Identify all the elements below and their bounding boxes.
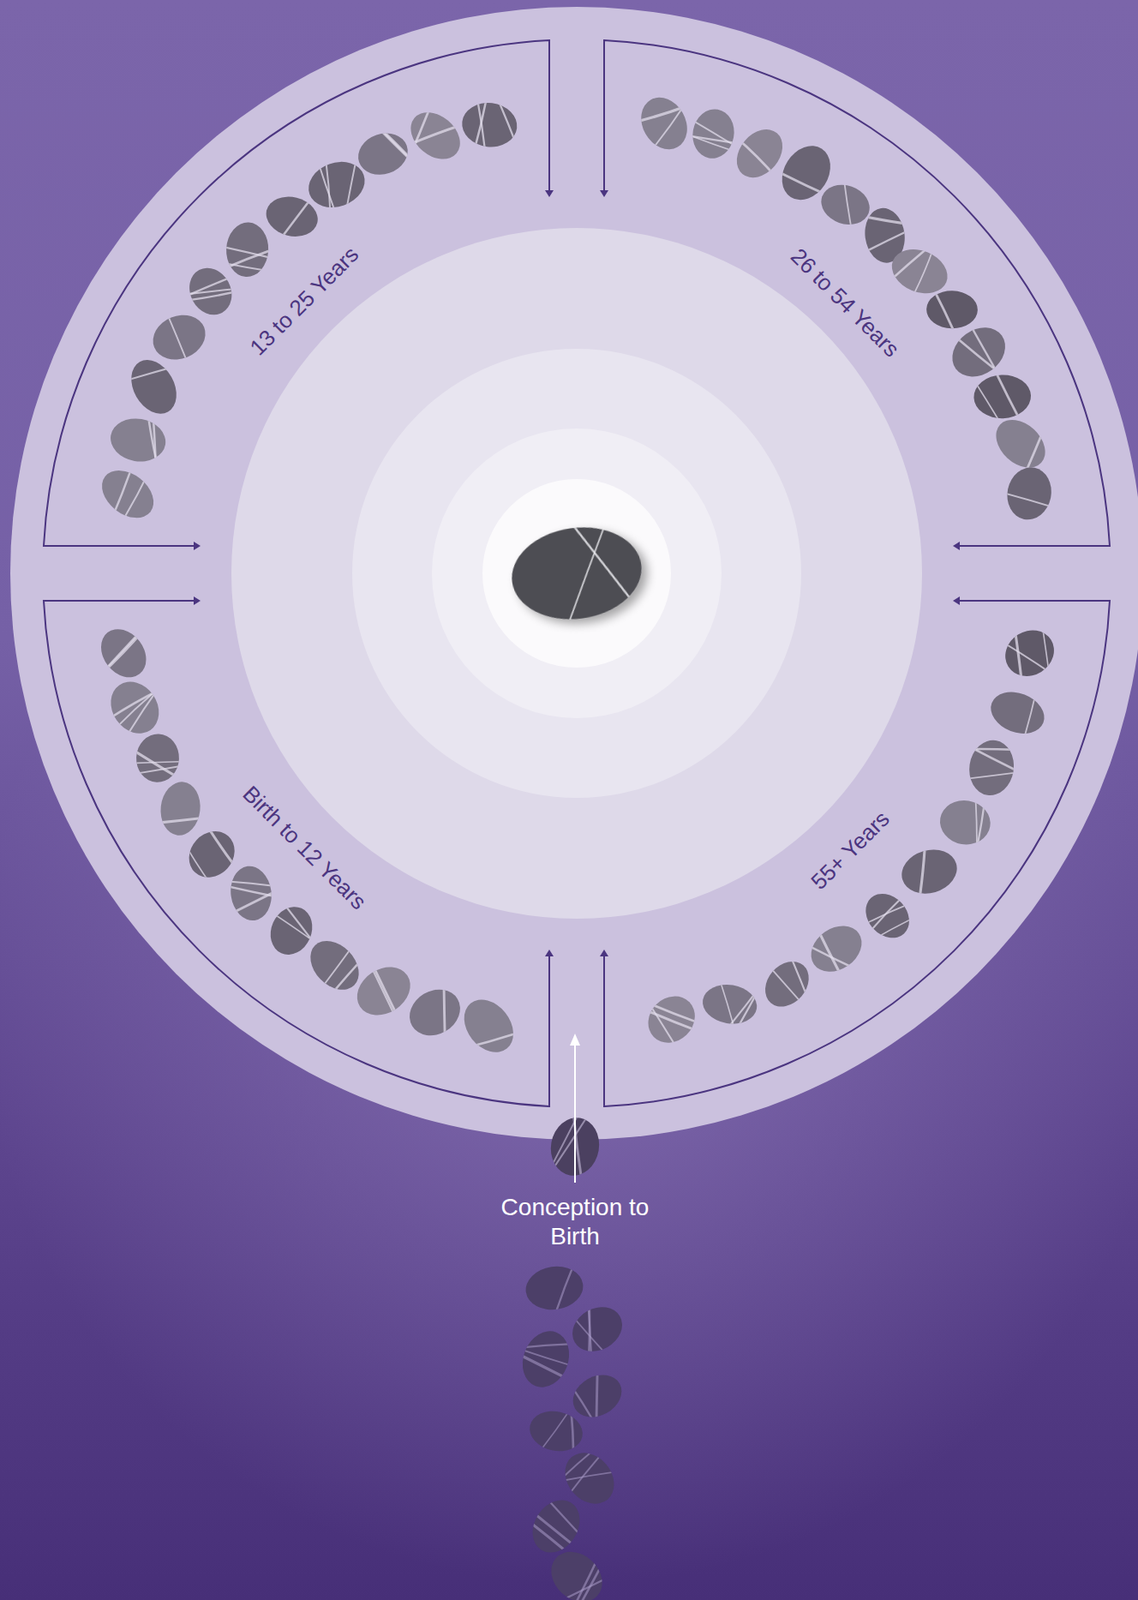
stones: [76, 77, 1085, 1600]
arrowhead: [193, 596, 201, 605]
arrowhead: [569, 1033, 581, 1046]
center-disc: [482, 479, 671, 668]
stone: [526, 1525, 631, 1600]
bracket-line: [604, 40, 1110, 546]
age-band: 55+ Years: [800, 800, 901, 901]
stone: [742, 933, 839, 1029]
arrowhead: [193, 541, 201, 551]
bracket-line: [43, 40, 550, 546]
arrowhead: [952, 596, 960, 605]
band-label: 55+ Years: [806, 806, 895, 895]
stone: [981, 459, 1078, 528]
stone: [943, 733, 1040, 802]
band-label: Birth to 12 Years: [237, 780, 371, 914]
stone: [113, 731, 203, 790]
stone: [499, 472, 671, 673]
bracket-line: [43, 600, 550, 1107]
quadrant-brackets: [43, 40, 1110, 1107]
conception-arrow: [569, 1033, 581, 1183]
inner-disc: [352, 348, 802, 798]
stone: [437, 976, 543, 1078]
stone: [533, 1083, 610, 1208]
bracket-line: [604, 600, 1110, 1107]
stone: [80, 444, 175, 543]
stage-label: Conception to Birth: [500, 1192, 651, 1251]
outer-ring: [10, 6, 1138, 1140]
band-label: 26 to 54 Years: [785, 243, 905, 362]
stone: [76, 608, 172, 699]
stone: [456, 77, 537, 174]
inner-disc: [231, 227, 923, 919]
stone: [977, 596, 1085, 708]
age-band: Birth to 12 Years: [231, 774, 377, 920]
stone: [696, 961, 772, 1049]
stone: [138, 777, 223, 839]
inner-disc: [431, 428, 722, 719]
arrowhead: [599, 190, 609, 198]
age-band: 13 to 25 Years: [239, 235, 370, 366]
arrowhead: [545, 190, 554, 198]
arrowhead: [952, 541, 960, 551]
arrowhead: [545, 949, 554, 957]
age-band: 26 to 54 Years: [779, 237, 911, 368]
arrowhead: [599, 949, 609, 957]
stone: [623, 969, 722, 1068]
leader-line: [574, 1043, 576, 1183]
band-label: 13 to 25 Years: [245, 241, 364, 360]
